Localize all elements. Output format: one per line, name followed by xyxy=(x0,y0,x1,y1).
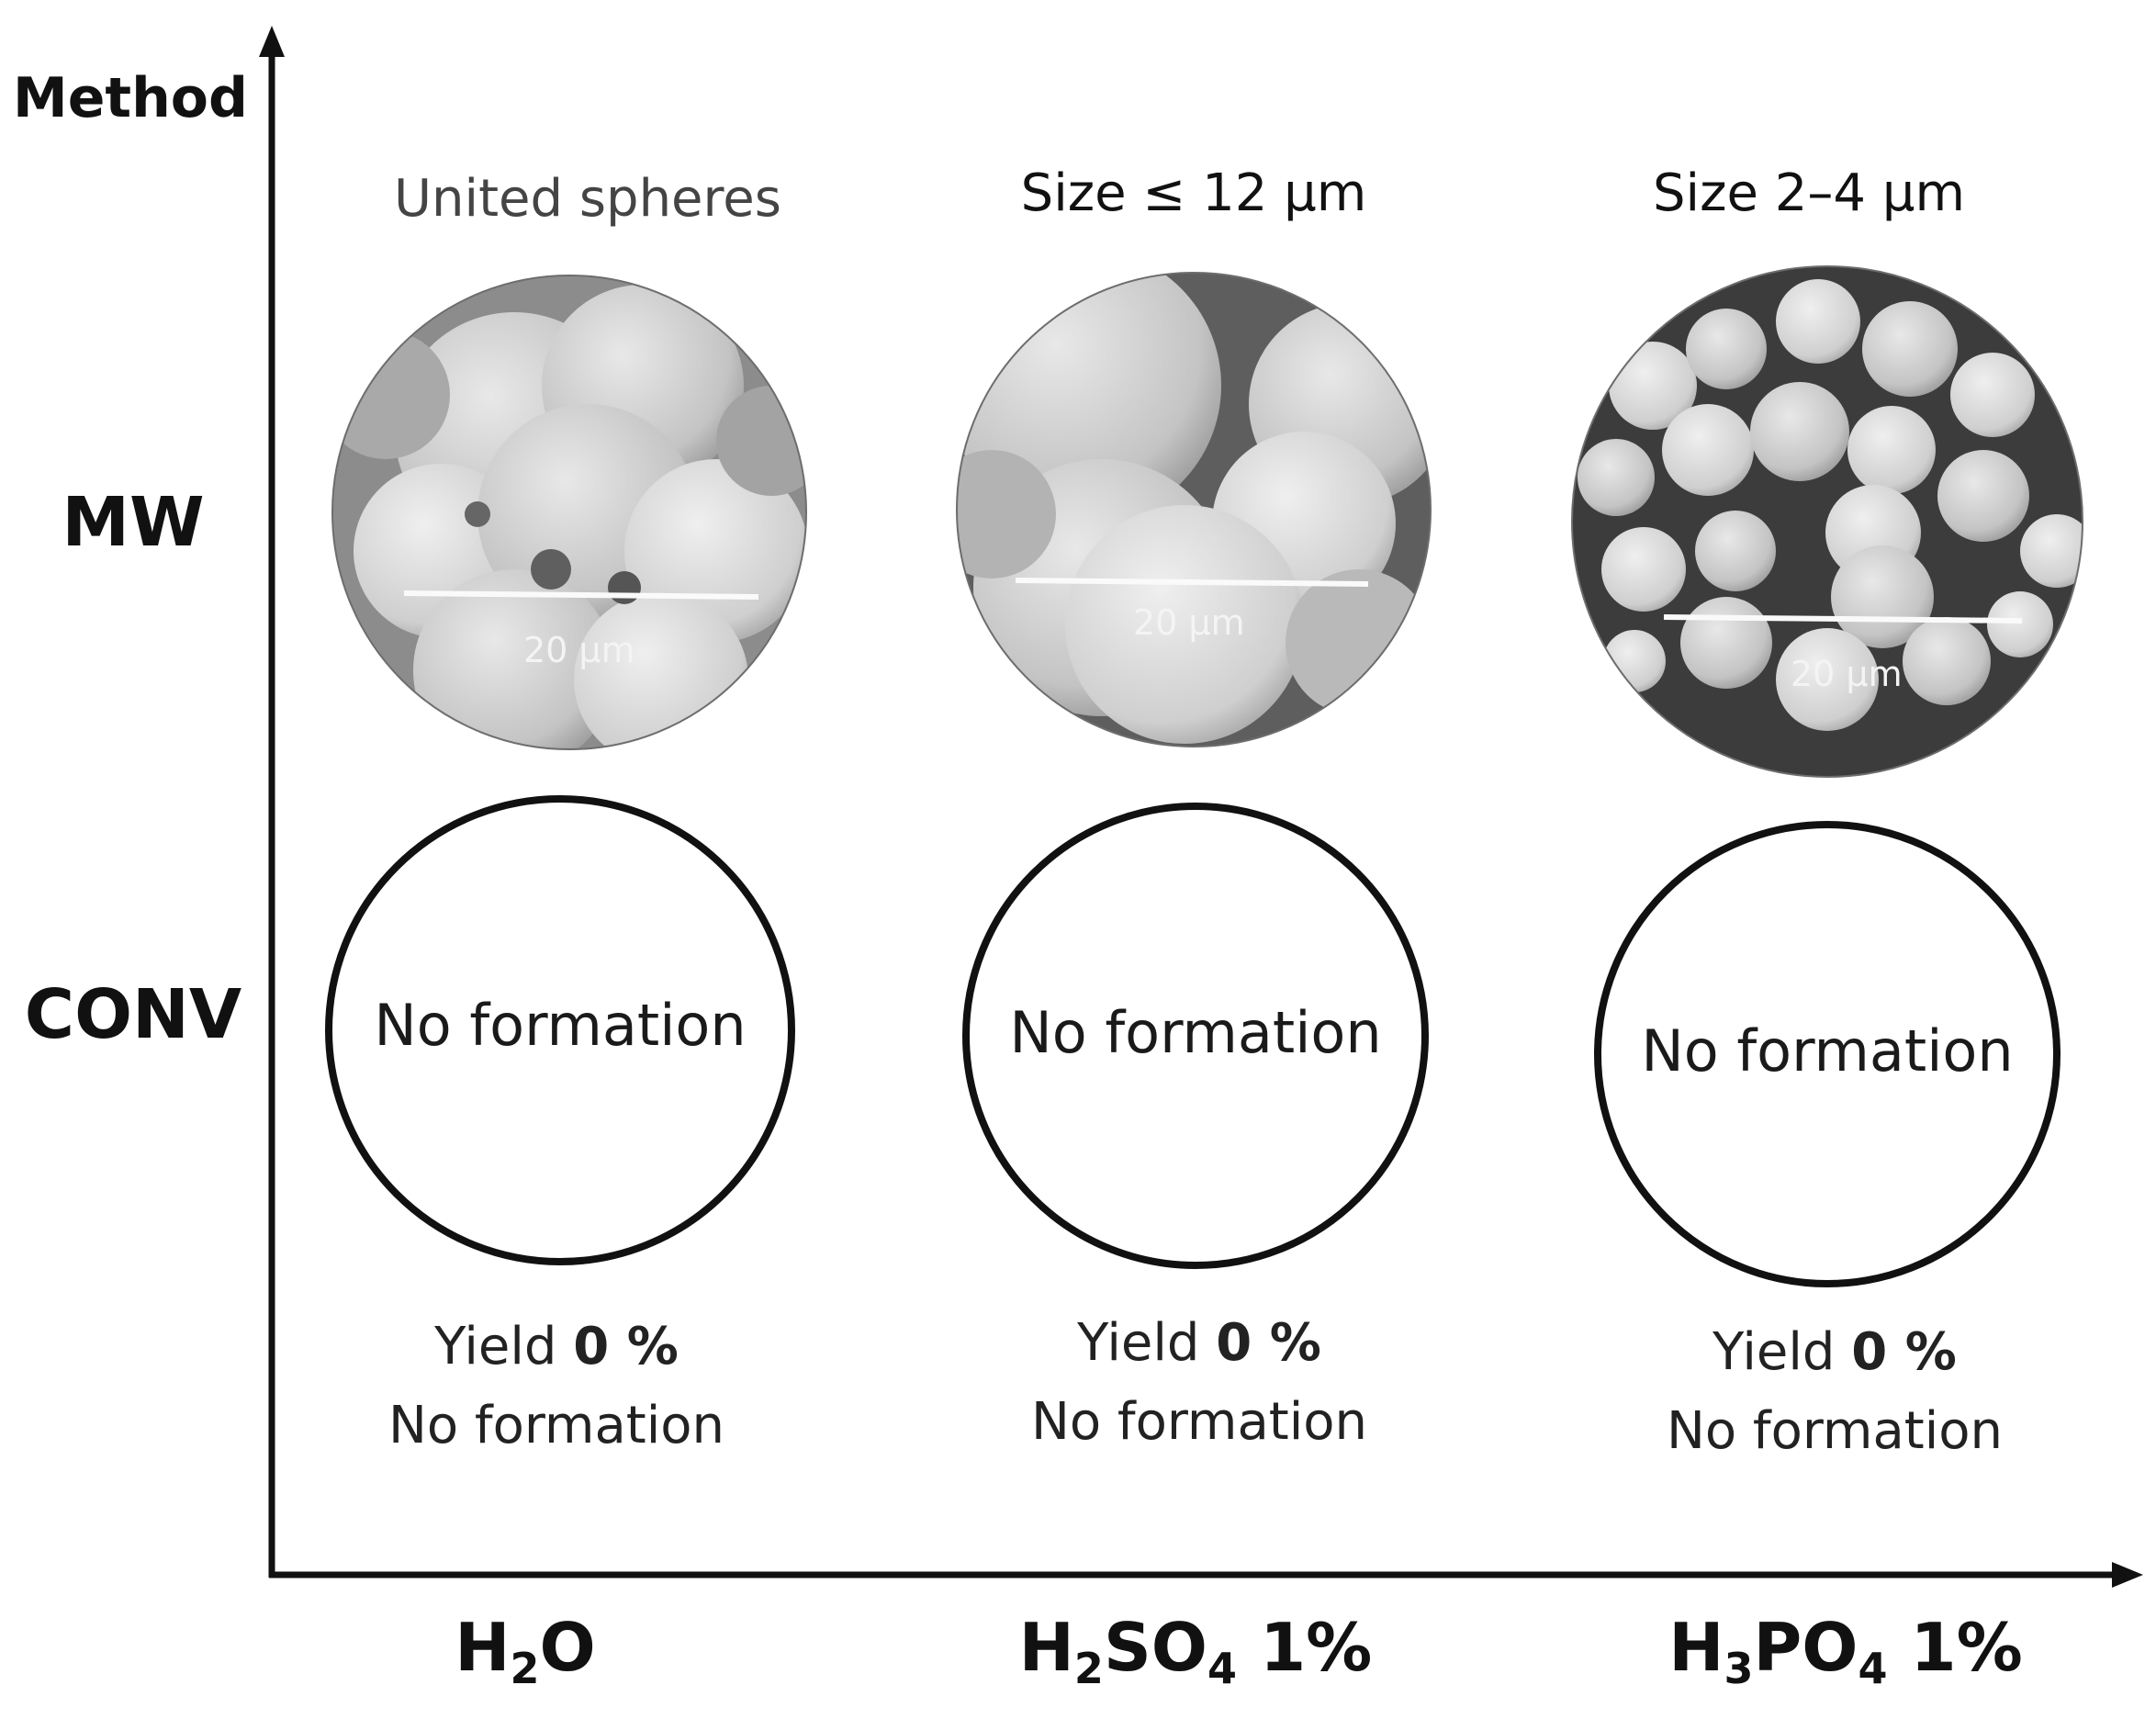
x-label-h2so4: H2SO4 1% xyxy=(1018,1609,1373,1693)
yield-block-h3po4: Yield 0 % No formation xyxy=(1578,1313,2092,1471)
sem-image-1-border xyxy=(331,275,807,750)
scale-bar-text-2: 20 μm xyxy=(1133,602,1245,643)
scale-bar-line-3 xyxy=(1663,614,2023,623)
yield-label: Yield xyxy=(434,1317,557,1376)
yield-note: No formation xyxy=(1030,1392,1368,1452)
yield-note: No formation xyxy=(1666,1401,2004,1461)
sem-image-large-spheres xyxy=(957,273,1431,747)
row-label-mw: MW xyxy=(62,483,205,562)
yield-label: Yield xyxy=(1077,1313,1200,1373)
conv-circle-3 xyxy=(1594,821,2061,1287)
mw-label-h2o: United spheres xyxy=(394,169,781,229)
scale-bar-text-3: 20 μm xyxy=(1791,654,1903,694)
sem-image-2-border xyxy=(956,272,1432,747)
sem-image-3-border xyxy=(1571,265,2083,778)
conv-circle-1 xyxy=(325,795,795,1265)
conv-text-h2so4: No formation xyxy=(1009,999,1382,1066)
x-axis-arrow xyxy=(2112,1562,2143,1588)
yield-value: 0 % xyxy=(1851,1322,1957,1382)
scale-bar-line-1 xyxy=(403,590,759,600)
conv-circle-2 xyxy=(962,803,1429,1269)
sem-image-united-spheres xyxy=(332,275,806,749)
yield-value: 0 % xyxy=(1216,1313,1321,1373)
x-label-h3po4: H3PO4 1% xyxy=(1668,1609,2023,1693)
mw-label-h3po4: Size 2–4 μm xyxy=(1653,163,1965,223)
conv-text-h3po4: No formation xyxy=(1641,1017,2014,1084)
conv-text-h2o: No formation xyxy=(374,992,747,1059)
sem-image-small-spheres xyxy=(1572,266,2083,777)
row-label-conv: CONV xyxy=(24,975,242,1054)
scale-bar-text-1: 20 μm xyxy=(523,630,635,670)
scale-bar-line-2 xyxy=(1015,578,1369,587)
yield-value: 0 % xyxy=(573,1317,679,1376)
mw-label-h2so4: Size ≤ 12 μm xyxy=(1020,163,1367,223)
yield-note: No formation xyxy=(387,1396,725,1455)
yield-block-h2o: Yield 0 % No formation xyxy=(299,1308,814,1466)
x-label-h2o: H2O xyxy=(455,1609,596,1693)
yield-block-h2so4: Yield 0 % No formation xyxy=(942,1304,1456,1462)
yield-label: Yield xyxy=(1712,1322,1836,1382)
y-axis-arrow xyxy=(259,26,285,57)
y-axis-title: Method xyxy=(13,66,248,130)
